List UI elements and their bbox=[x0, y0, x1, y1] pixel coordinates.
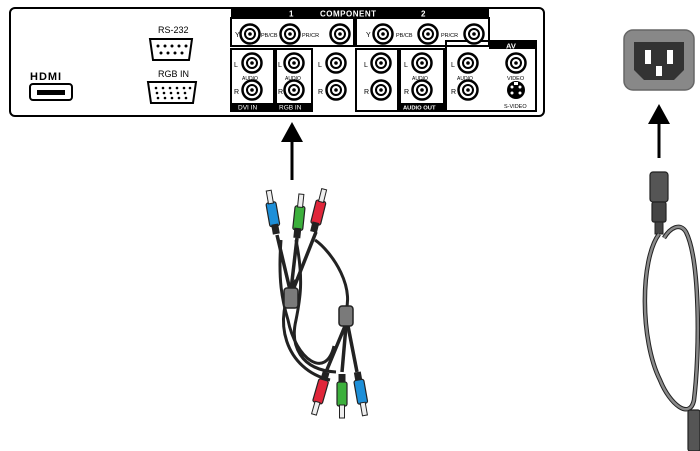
s-video-label: S-VIDEO bbox=[504, 104, 527, 110]
rgb-audio-r-jack[interactable] bbox=[283, 79, 305, 101]
comp1-label-l: L bbox=[318, 62, 322, 69]
component-title: COMPONENT bbox=[320, 10, 377, 19]
power-cord-icon bbox=[642, 171, 700, 451]
aout-label-r: R bbox=[404, 89, 409, 96]
arrow-up-icon bbox=[281, 122, 303, 180]
jack-label-pr1: PR/CR bbox=[302, 33, 319, 39]
comp2-label-r: R bbox=[364, 89, 369, 96]
dvi-audio-r-jack[interactable] bbox=[241, 79, 263, 101]
rgb-in-bar-label: RGB IN bbox=[279, 105, 302, 112]
av-audio-label: AUDIO bbox=[457, 76, 473, 82]
av-audio-l-jack[interactable] bbox=[457, 52, 479, 74]
av-label-l: L bbox=[451, 62, 455, 69]
jack-label-pb1: PB/CB bbox=[261, 33, 278, 39]
component-cable-icon bbox=[265, 188, 369, 419]
dvi-in-label: DVI IN bbox=[238, 105, 257, 112]
rgb-label-r: R bbox=[278, 89, 283, 96]
rgb-audio-l-jack[interactable] bbox=[283, 52, 305, 74]
aout-label-l: L bbox=[404, 62, 408, 69]
comp1-label-r: R bbox=[318, 89, 323, 96]
component1-y-jack[interactable] bbox=[239, 23, 261, 45]
component2-y-jack[interactable] bbox=[372, 23, 394, 45]
av-audio-r-jack[interactable] bbox=[457, 79, 479, 101]
comp1-audio-l-jack[interactable] bbox=[325, 52, 347, 74]
audio-out-r-jack[interactable] bbox=[411, 79, 433, 101]
rgb-in-label: RGB IN bbox=[158, 69, 189, 79]
audio-out-l-jack[interactable] bbox=[411, 52, 433, 74]
rs232-label: RS-232 bbox=[158, 25, 189, 35]
comp2-audio-r-jack[interactable] bbox=[370, 79, 392, 101]
tv-back-panel: HDMI RS-232 RGB IN 1 COMPONENT 2 bbox=[9, 7, 545, 117]
comp1-audio-r-jack[interactable] bbox=[325, 79, 347, 101]
audio-out-label: AUDIO OUT bbox=[403, 106, 436, 112]
jack-label-y1: Y bbox=[235, 32, 240, 39]
dvi-label-r: R bbox=[234, 89, 239, 96]
aout-audio-label: AUDIO bbox=[412, 76, 428, 82]
jack-label-pb2: PB/CB bbox=[396, 33, 413, 39]
hdmi-logo: HDMI bbox=[30, 71, 62, 83]
component1-pr-jack[interactable] bbox=[329, 23, 351, 45]
component2-pr-jack[interactable] bbox=[463, 23, 485, 45]
av-video-jack[interactable] bbox=[505, 52, 527, 74]
rs232-port[interactable] bbox=[148, 38, 194, 61]
arrow-up-icon bbox=[648, 104, 670, 158]
jack-label-y2: Y bbox=[366, 32, 371, 39]
s-video-jack[interactable] bbox=[507, 81, 525, 99]
dvi-audio-label: AUDIO bbox=[242, 76, 258, 82]
power-inlet-icon[interactable] bbox=[623, 29, 695, 91]
comp2-audio-l-jack[interactable] bbox=[370, 52, 392, 74]
rgb-label-l: L bbox=[278, 62, 282, 69]
av-label-r: R bbox=[451, 89, 456, 96]
dvi-label-l: L bbox=[234, 62, 238, 69]
component1-pb-jack[interactable] bbox=[279, 23, 301, 45]
component-group-2: 2 bbox=[421, 10, 426, 19]
comp2-label-l: L bbox=[364, 62, 368, 69]
component2-pb-jack[interactable] bbox=[417, 23, 439, 45]
rgb-audio-label: AUDIO bbox=[285, 76, 301, 82]
av-title: AV bbox=[506, 42, 516, 51]
av-video-label: VIDEO bbox=[507, 76, 525, 82]
dvi-audio-l-jack[interactable] bbox=[241, 52, 263, 74]
jack-label-pr2: PR/CR bbox=[441, 33, 458, 39]
component-group-1: 1 bbox=[289, 10, 294, 19]
